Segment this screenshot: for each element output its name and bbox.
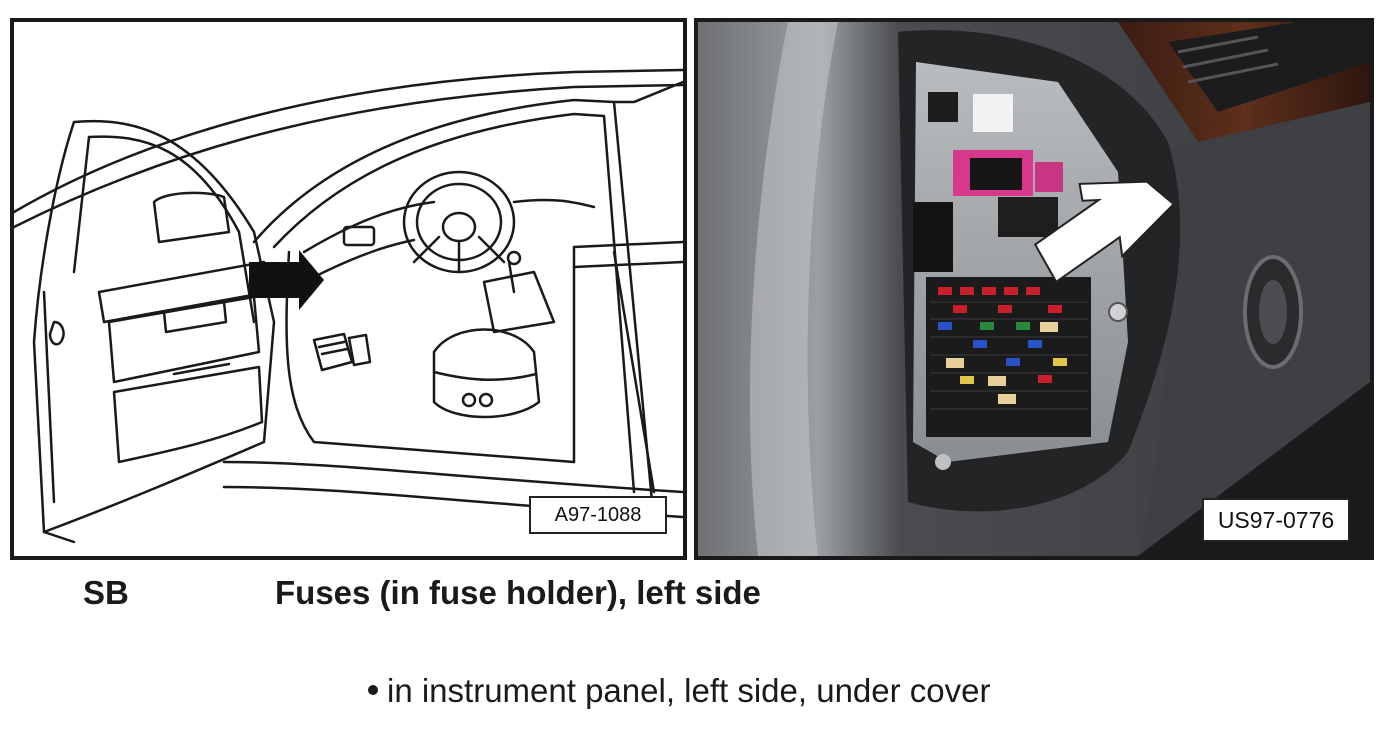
car-door-illustration: [14, 68, 683, 544]
fuse-code: SB: [83, 574, 129, 611]
open-door-frame: [32, 119, 276, 534]
arrow-pointer-white-icon: [1033, 180, 1176, 284]
figure-label-right: US97-0776: [1202, 498, 1350, 542]
bullet-icon: [368, 685, 378, 696]
fuse-rows: [930, 287, 1088, 410]
fuse-title: Fuses (in fuse holder), left side: [275, 574, 761, 611]
fuse-block: [926, 277, 1091, 437]
arrow-pointer-icon: [249, 250, 324, 310]
fuse-holder-illustration: [698, 22, 1370, 556]
figure-car-line-drawing: A97-1088: [10, 18, 687, 560]
figure-fuse-holder-photo: US97-0776: [694, 18, 1374, 560]
location-note: in instrument panel, left side, under co…: [368, 672, 991, 710]
roof-line: [14, 68, 683, 214]
location-note-text: in instrument panel, left side, under co…: [387, 672, 991, 709]
figure-label-left: A97-1088: [529, 496, 667, 534]
